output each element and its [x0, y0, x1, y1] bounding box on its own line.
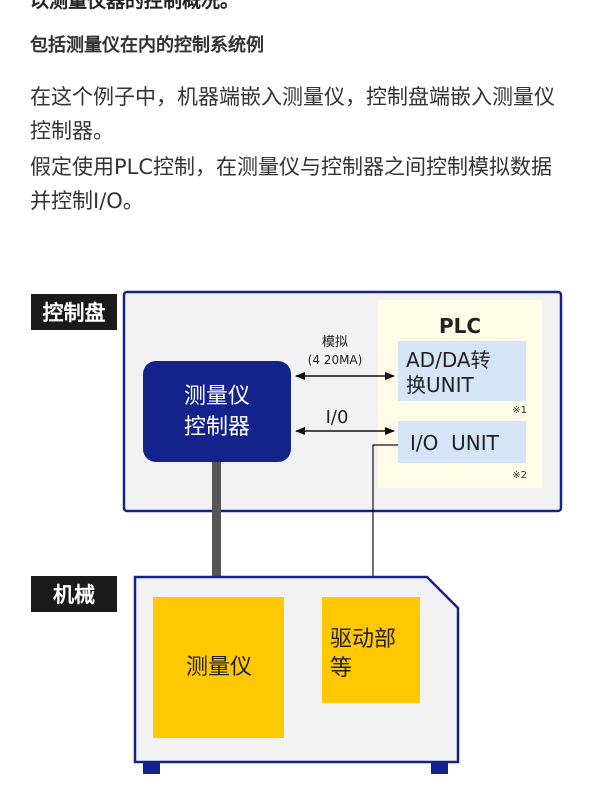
controller-cable	[212, 462, 221, 577]
paragraph-1: 在这个例子中，机器端嵌入测量仪，控制盘端嵌入测量仪控制器。	[30, 85, 555, 143]
control-panel-tag	[31, 294, 117, 330]
machine-foot-left	[143, 762, 160, 774]
measuring-controller-line2: 控制器	[184, 415, 250, 440]
adda-unit-line2: 换UNIT	[406, 373, 474, 397]
instrument-box	[153, 597, 284, 738]
clipped-heading: 以测量仪器的控制概况。	[30, 0, 240, 12]
paragraph-2: 假定使用PLC控制，在测量仪与控制器之间控制模拟数据并控制I/O。	[30, 155, 553, 213]
io-signal-label: I/0	[326, 407, 349, 428]
control-panel-tag-label: 控制盘	[43, 301, 106, 325]
drive-box	[322, 597, 420, 703]
drive-signal-line	[369, 444, 398, 593]
instrument-label: 测量仪	[186, 655, 252, 680]
analog-label: 模拟	[322, 335, 348, 350]
drive-label-line2: 等	[330, 656, 352, 681]
plc-title: PLC	[439, 314, 481, 338]
adda-unit-box	[398, 341, 526, 401]
machine-foot-right	[431, 762, 448, 774]
adda-unit-line1: AD/DA转	[406, 348, 491, 372]
analog-range: (4 20MA)	[308, 353, 363, 367]
section-title: 包括测量仪在内的控制系统例	[30, 35, 264, 56]
measuring-controller-box	[143, 361, 291, 462]
io-note: ※2	[512, 470, 527, 481]
io-unit-label: I/O UNIT	[410, 431, 500, 455]
measuring-controller-line1: 测量仪	[184, 384, 250, 409]
io-unit-box	[398, 421, 526, 463]
drive-label-line1: 驱动部	[330, 627, 396, 652]
machine-tag	[31, 576, 117, 612]
adda-note: ※1	[512, 405, 527, 416]
machine-tag-label: 机械	[53, 583, 95, 607]
